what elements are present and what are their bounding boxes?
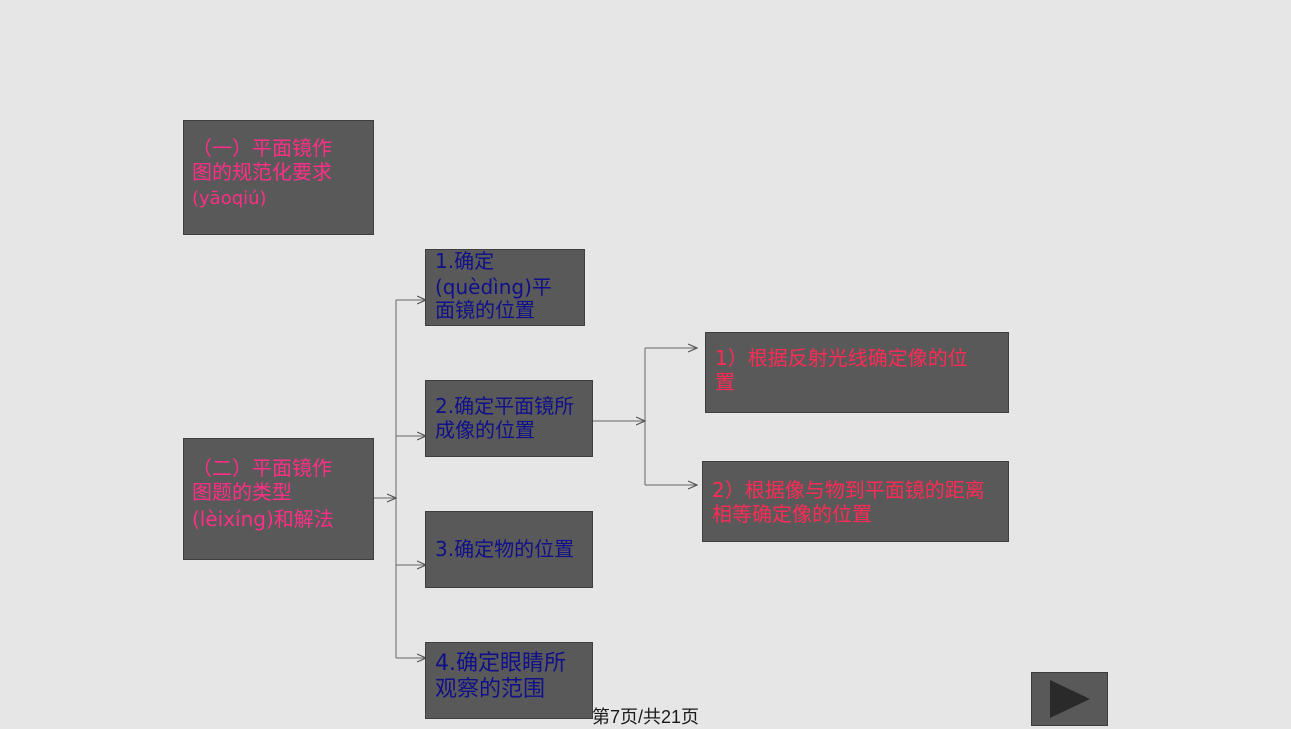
box-t4-line2: 观察的范围 [435,676,546,702]
box-types-line2: 图题的类型 [192,479,292,504]
box-m2-line2: 相等确定像的位置 [712,501,872,526]
box-norm-requirements: （一）平面镜作 图的规范化要求 (yāoqiú) [183,120,374,235]
box-method-1: 1）根据反射光线确定像的位 置 [705,332,1009,413]
next-slide-button[interactable] [1031,672,1108,726]
box-req-line3: (yāoqiú) [192,188,267,210]
box-t1-line3: 面镜的位置 [435,298,535,323]
page-counter: 第7页/共21页 [591,707,700,727]
box-type-2: 2.确定平面镜所 成像的位置 [425,380,593,457]
box-type-4: 4.确定眼睛所 观察的范围 [425,642,593,719]
box-m2-line1: 2）根据像与物到平面镜的距离 [712,478,985,502]
box-m1-line2: 置 [715,369,735,394]
box-t4-line1: 4.确定眼睛所 [435,651,566,676]
box-types-line3: (lèixíng)和解法 [192,507,334,532]
box-t1-line2: (quèdìng)平 [435,274,552,299]
box-types-line1: （二）平面镜作 [192,456,332,480]
play-triangle-icon [1049,680,1090,718]
box-t1-line1: 1.确定 [435,249,495,273]
box-types-and-methods: （二）平面镜作 图题的类型 (lèixíng)和解法 [183,438,374,560]
box-t2-line1: 2.确定平面镜所 [435,394,575,418]
box-req-line1: （一）平面镜作 [192,136,332,160]
box-t3-line1: 3.确定物的位置 [435,537,575,561]
box-req-line2: 图的规范化要求 [192,159,332,184]
box-type-3: 3.确定物的位置 [425,511,593,588]
box-m1-line1: 1）根据反射光线确定像的位 [715,346,968,370]
box-method-2: 2）根据像与物到平面镜的距离 相等确定像的位置 [702,461,1009,542]
box-type-1: 1.确定 (quèdìng)平 面镜的位置 [425,249,585,326]
box-t2-line2: 成像的位置 [435,417,535,442]
